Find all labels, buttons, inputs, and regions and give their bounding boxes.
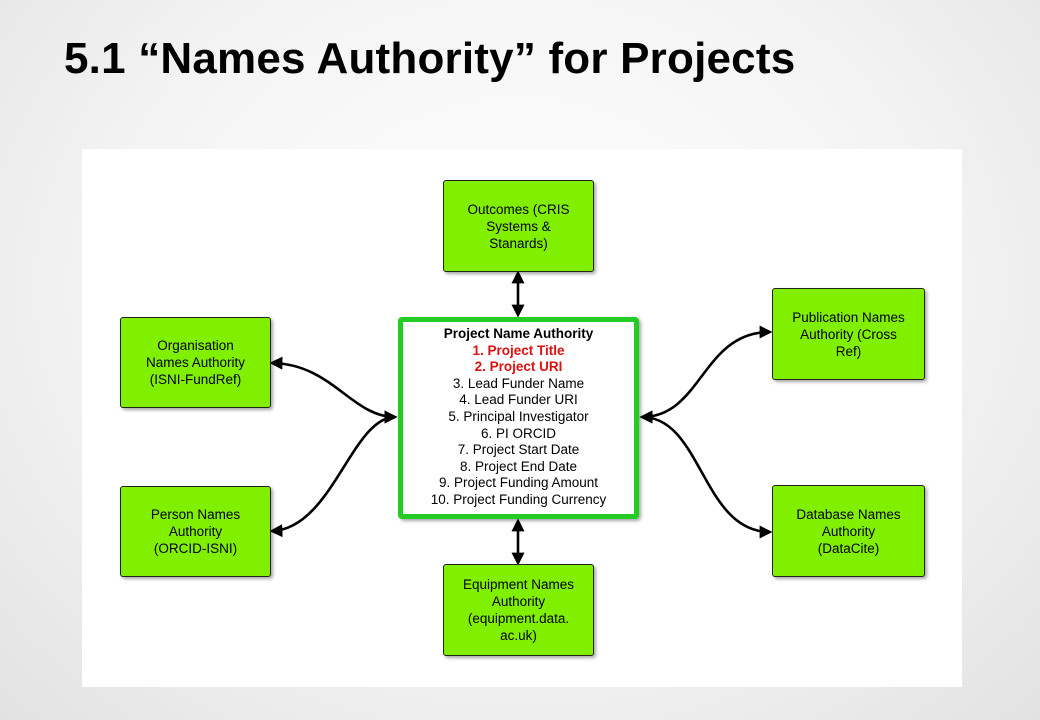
node-database-names-authority: Database Names Authority (DataCite) — [772, 485, 925, 577]
node-organisation-names-authority: Organisation Names Authority (ISNI-FundR… — [120, 317, 271, 408]
field-item-10: 10. Project Funding Currency — [430, 491, 607, 507]
field-item-8: 8. Project End Date — [459, 458, 578, 474]
field-item-7: 7. Project Start Date — [457, 442, 580, 458]
project-name-authority-box: Project Name Authority 1. Project Title … — [398, 317, 639, 519]
center-title: Project Name Authority — [443, 326, 594, 341]
connector-organisation — [269, 356, 398, 424]
connector-layer — [269, 270, 773, 566]
node-equipment-names-authority: Equipment Names Authority (equipment.dat… — [443, 564, 594, 656]
slide-title: 5.1 “Names Authority” for Projects — [64, 34, 796, 83]
field-item-9: 9. Project Funding Amount — [438, 475, 599, 491]
field-item-3: 3. Lead Funder Name — [452, 375, 585, 391]
field-item-2: 2. Project URI — [474, 359, 563, 375]
node-outcomes: Outcomes (CRIS Systems & Stanards) — [443, 180, 594, 272]
field-item-6: 6. PI ORCID — [480, 425, 556, 441]
field-item-5: 5. Principal Investigator — [448, 408, 589, 424]
connector-publication — [639, 325, 773, 424]
node-person-names-authority: Person Names Authority (ORCID-ISNI) — [120, 486, 271, 577]
connector-person — [269, 410, 398, 538]
center-field-list: 1. Project Title 2. Project URI 3. Lead … — [403, 343, 634, 509]
connector-database — [639, 410, 773, 539]
field-item-1: 1. Project Title — [472, 342, 565, 358]
field-item-4: 4. Lead Funder URI — [459, 392, 578, 408]
diagram-canvas: Outcomes (CRIS Systems & Stanards) Organ… — [82, 149, 962, 687]
node-publication-names-authority: Publication Names Authority (Cross Ref) — [772, 288, 925, 380]
